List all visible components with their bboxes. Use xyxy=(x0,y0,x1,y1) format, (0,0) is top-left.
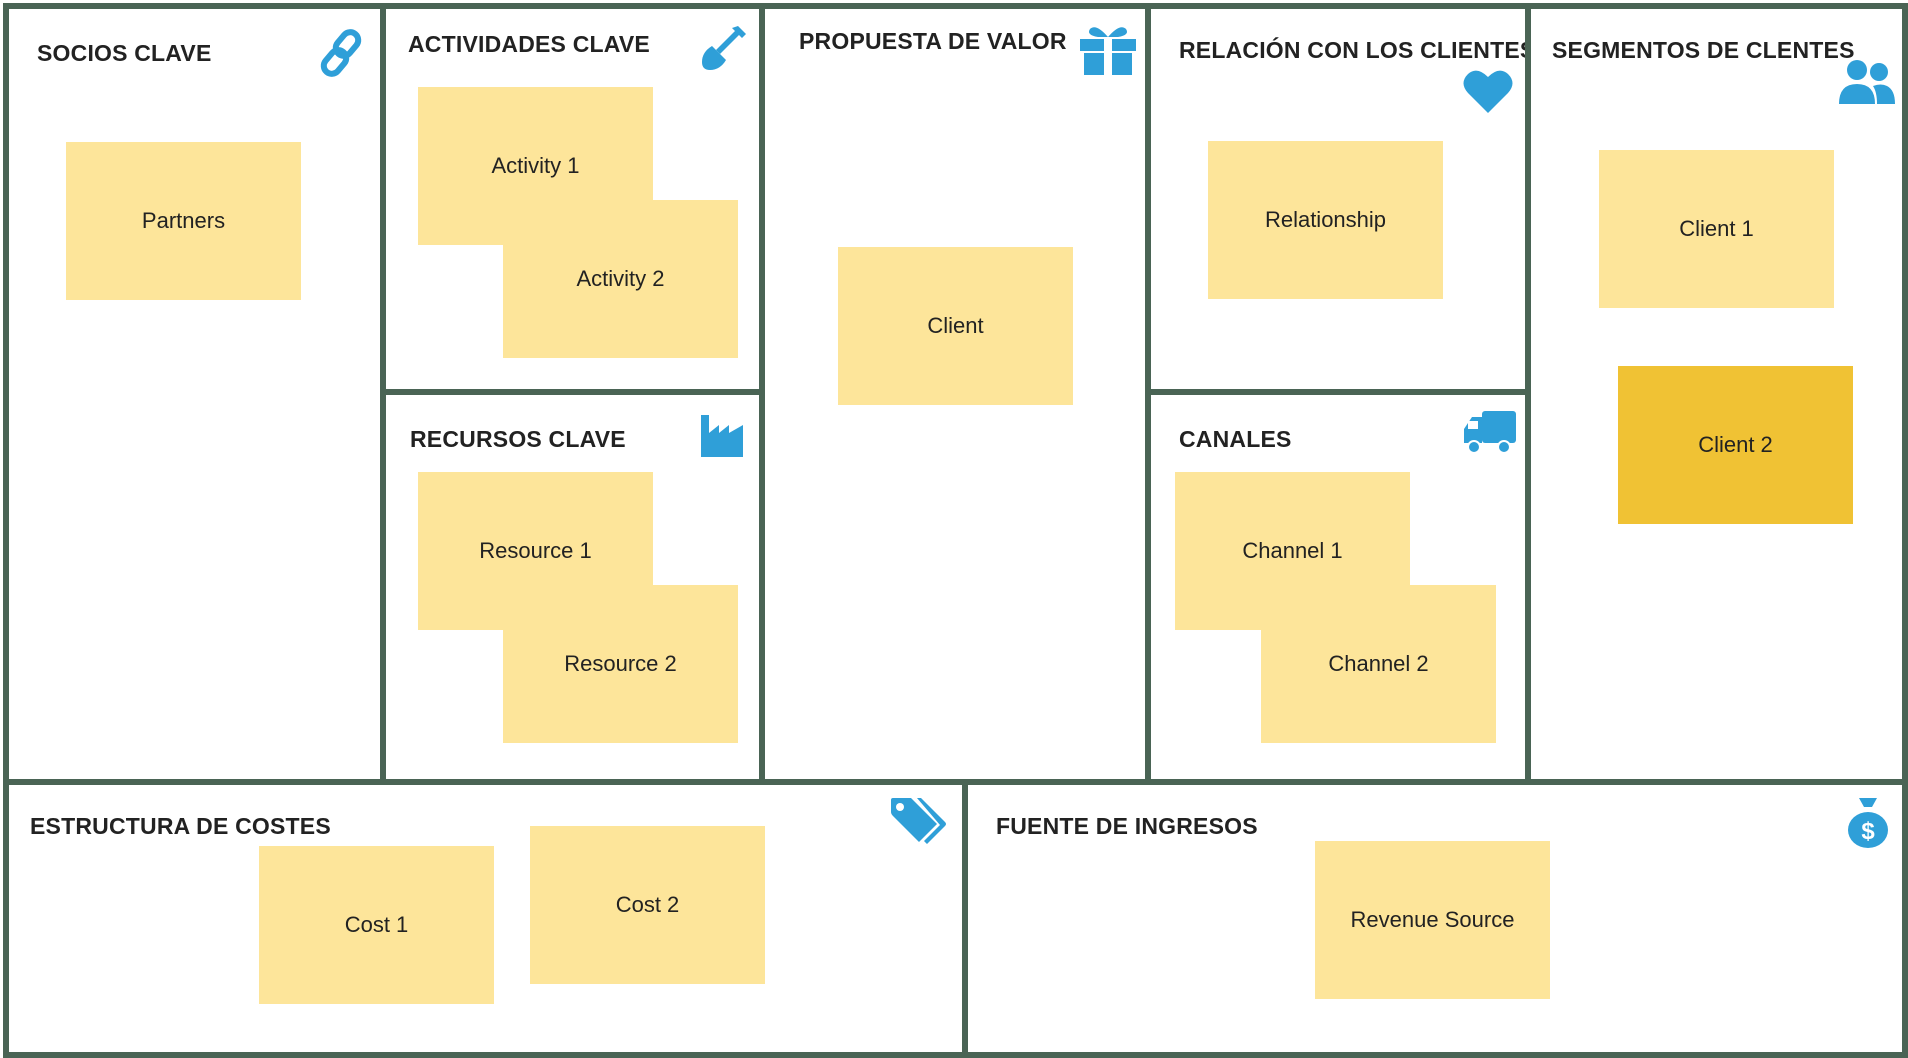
heart-icon xyxy=(1463,70,1513,113)
link-icon xyxy=(320,29,362,77)
gift-icon xyxy=(1080,27,1136,75)
block-key-partners: SOCIOS CLAVE Partners xyxy=(3,3,386,785)
block-value-proposition: PROPUESTA DE VALOR Client xyxy=(759,3,1151,785)
shovel-icon xyxy=(702,26,746,70)
svg-text:$: $ xyxy=(1861,818,1875,845)
block-revenue-streams: FUENTE DE INGRESOS $ Revenue Source xyxy=(962,779,1908,1058)
block-title: FUENTE DE INGRESOS xyxy=(996,813,1258,839)
money-bag-icon: $ xyxy=(1848,798,1888,848)
sticky-note[interactable]: Client 1 xyxy=(1599,150,1834,308)
sticky-note-highlighted[interactable]: Client 2 xyxy=(1618,366,1853,524)
block-title: PROPUESTA DE VALOR xyxy=(799,28,1067,54)
block-key-resources: RECURSOS CLAVE Resource 1 Resource 2 xyxy=(380,389,765,785)
block-channels: CANALES Channel 1 Channel 2 xyxy=(1145,389,1531,785)
sticky-note[interactable]: Cost 1 xyxy=(259,846,494,1004)
sticky-note[interactable]: Revenue Source xyxy=(1315,841,1550,999)
block-title: RELACIÓN CON LOS CLIENTES xyxy=(1179,37,1536,63)
sticky-note[interactable]: Resource 2 xyxy=(503,585,738,743)
block-customer-relationships: RELACIÓN CON LOS CLIENTES Relationship xyxy=(1145,3,1535,398)
sticky-note[interactable]: Partners xyxy=(66,142,301,300)
tags-icon xyxy=(891,798,946,844)
block-title: ACTIVIDADES CLAVE xyxy=(408,31,650,57)
sticky-note[interactable]: Cost 2 xyxy=(530,826,765,984)
factory-icon xyxy=(701,415,743,457)
block-title: ESTRUCTURA DE COSTES xyxy=(30,813,331,839)
block-title: RECURSOS CLAVE xyxy=(410,426,626,452)
sticky-note[interactable]: Channel 2 xyxy=(1261,585,1496,743)
users-icon xyxy=(1839,60,1895,104)
sticky-note[interactable]: Activity 2 xyxy=(503,200,738,358)
block-title: SOCIOS CLAVE xyxy=(37,40,212,66)
block-title: SEGMENTOS DE CLENTES xyxy=(1552,37,1855,63)
sticky-note[interactable]: Client xyxy=(838,247,1073,405)
block-cost-structure: ESTRUCTURA DE COSTES Cost 1 Cost 2 xyxy=(3,779,968,1058)
block-customer-segments: SEGMENTOS DE CLENTES Client 1 Client 2 xyxy=(1525,3,1908,785)
block-key-activities: ACTIVIDADES CLAVE Activity 1 Activity 2 xyxy=(380,3,765,398)
truck-icon xyxy=(1464,411,1516,454)
block-title: CANALES xyxy=(1179,426,1292,452)
sticky-note[interactable]: Relationship xyxy=(1208,141,1443,299)
